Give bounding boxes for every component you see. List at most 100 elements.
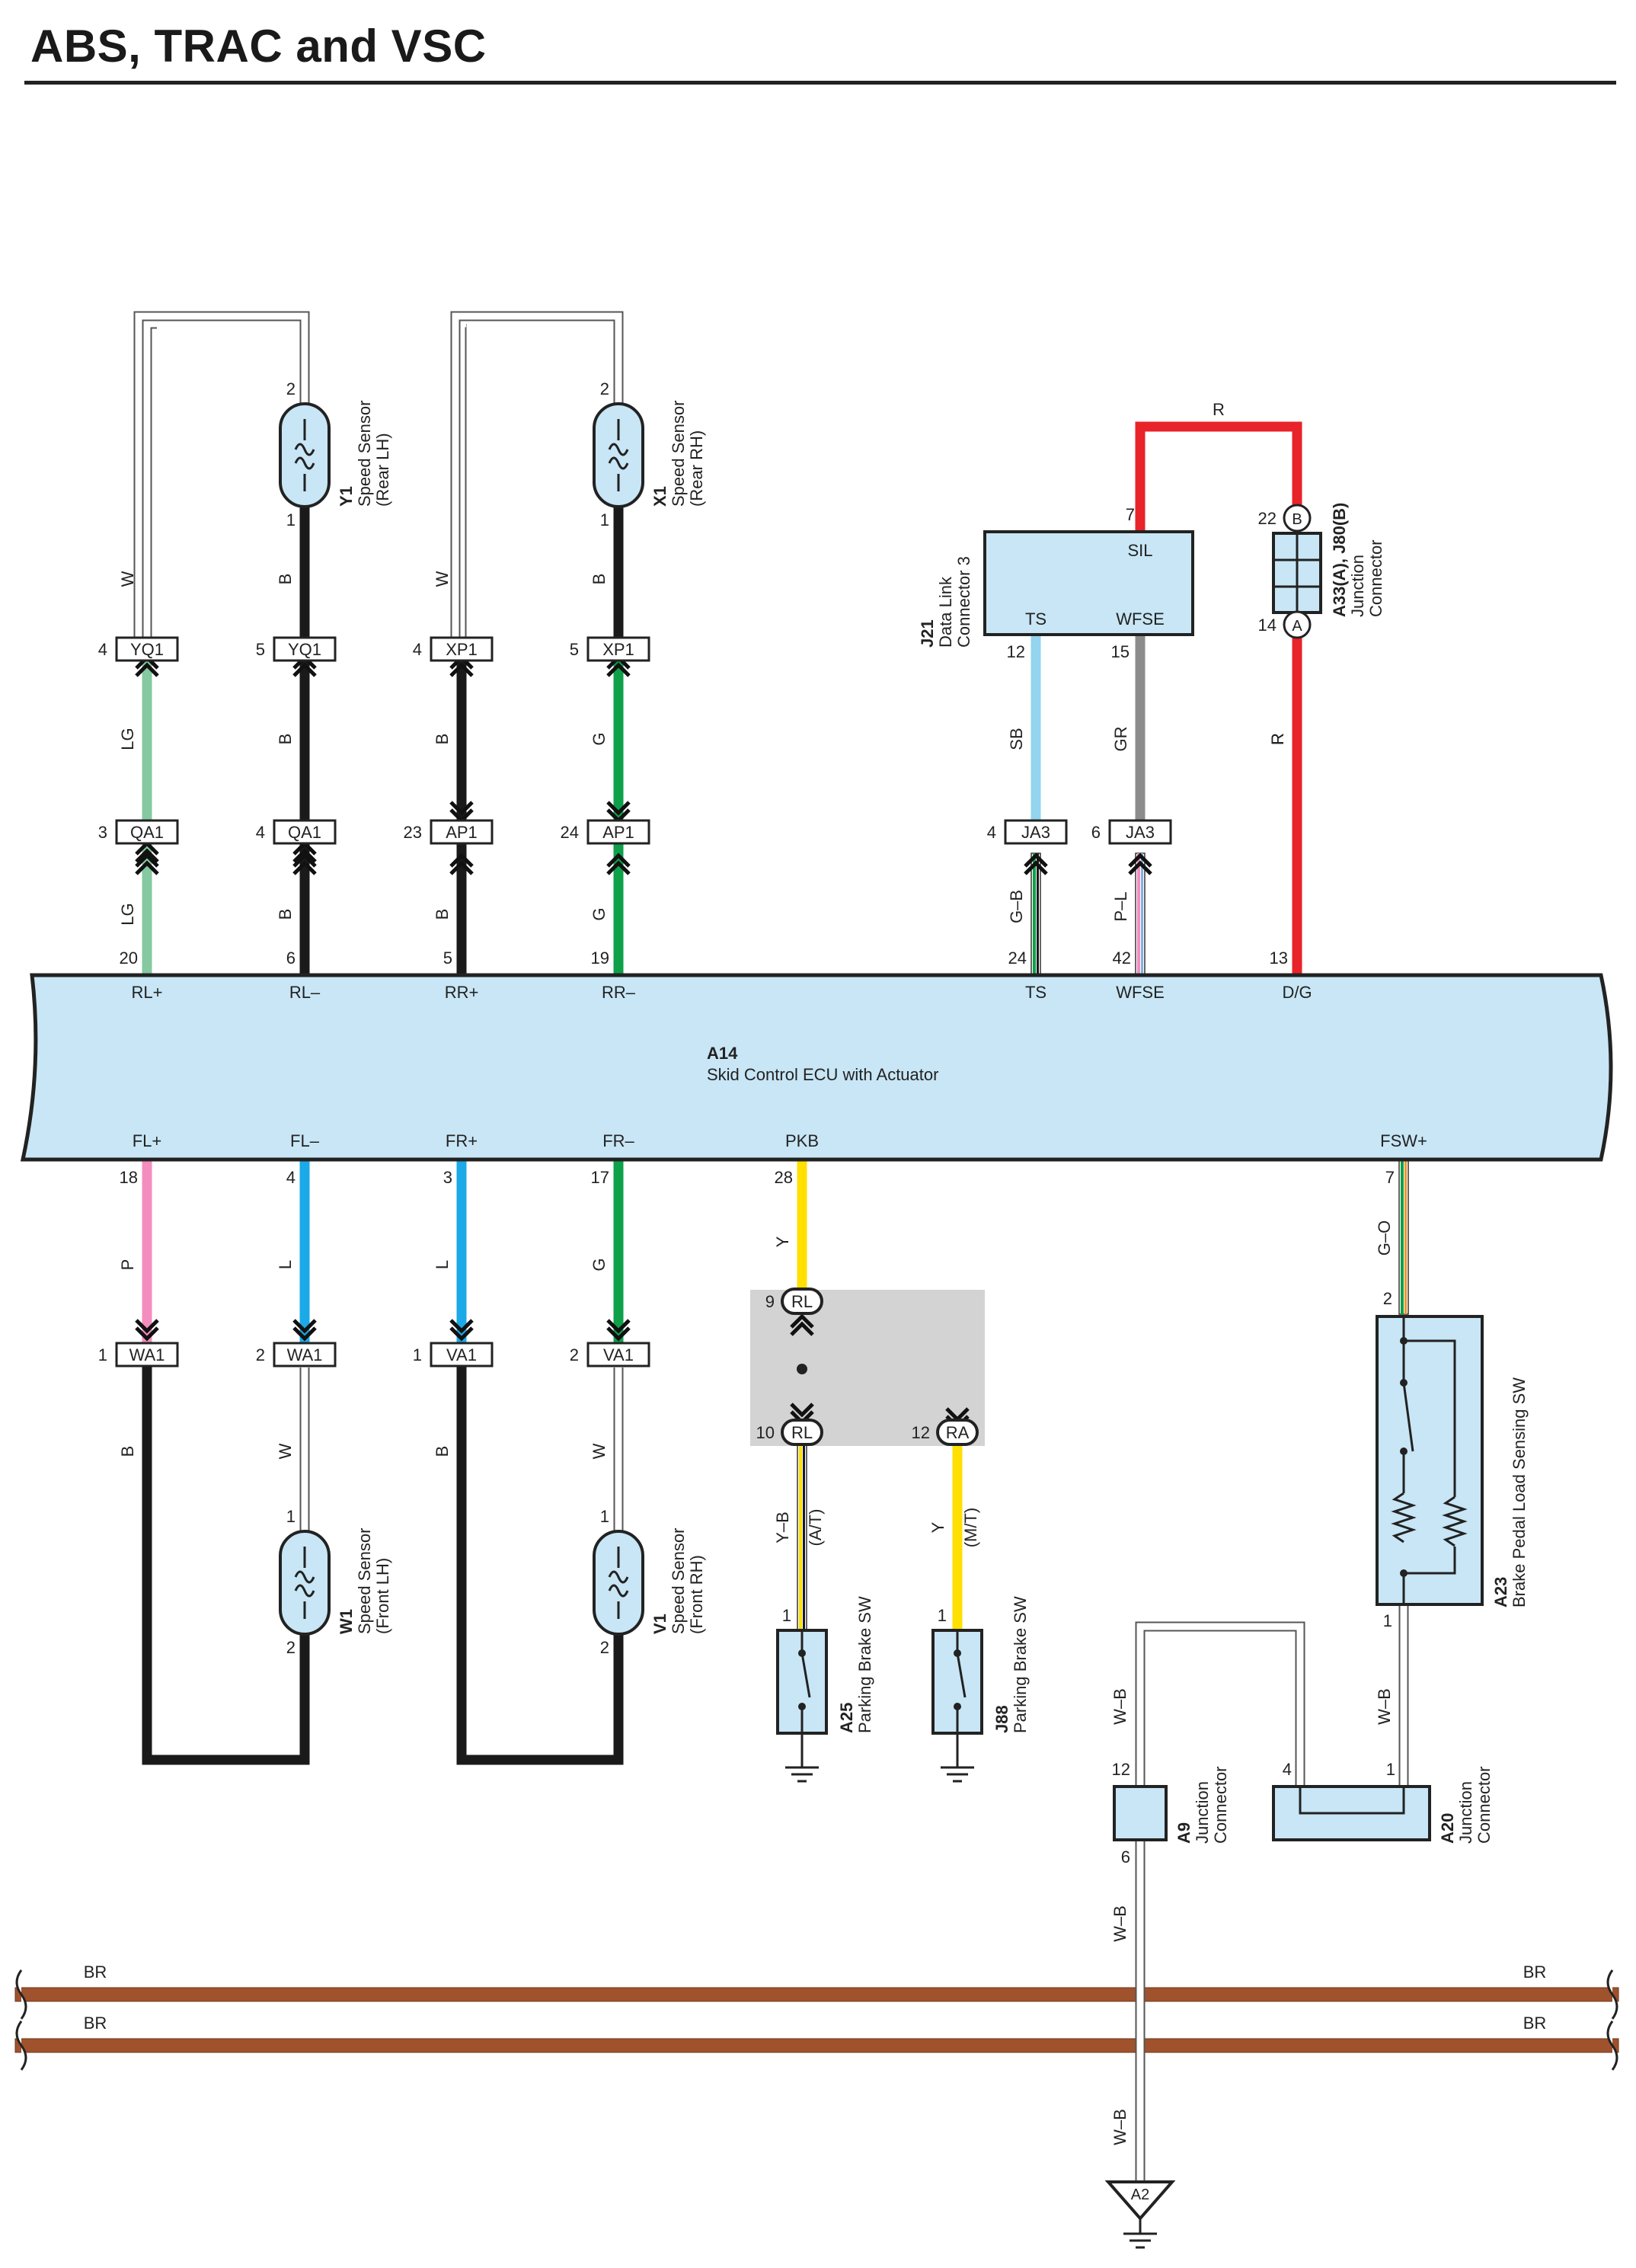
j21-wfse: WFSE xyxy=(1116,609,1165,629)
top-wire-0-ecu-pin: 20 xyxy=(120,948,138,968)
j21-sil: SIL xyxy=(1127,541,1152,560)
bus-break-left xyxy=(15,1969,27,2020)
top-wire-5-mid-pin: 6 xyxy=(1091,823,1101,842)
splice-connector-0 xyxy=(781,1288,823,1315)
a25-pin: 1 xyxy=(782,1606,791,1625)
top-wire-3-chevron xyxy=(606,860,631,875)
top-wire-3-lower-color: G xyxy=(590,907,609,920)
bottom-wire-2-pin: 1 xyxy=(413,1345,422,1364)
x1-w-lead xyxy=(458,320,466,649)
a20-pin-right: 1 xyxy=(1386,1760,1395,1779)
ecu-body xyxy=(20,973,1613,1162)
red-top-label: R xyxy=(1213,400,1225,419)
bottom-wire-2-chevron xyxy=(449,1326,474,1342)
bus-break-right xyxy=(1606,2020,1618,2071)
top-wire-4-ecu-pin: 24 xyxy=(1008,948,1027,968)
top-wire-5-ecu-label: WFSE xyxy=(1116,983,1165,1002)
top-wire-1-lower-color: B xyxy=(276,909,295,920)
top-wire-0-mid-connector xyxy=(115,819,179,845)
bottom-wire-3-ecu-label: FR– xyxy=(602,1131,634,1150)
v1-b-color: B xyxy=(433,1446,452,1457)
br-label-left-0: BR xyxy=(84,1963,107,1982)
a33-sub: Connector xyxy=(1366,539,1385,617)
a23-wb-color: W–B xyxy=(1375,1688,1394,1725)
top-wire-5-lower-b xyxy=(1141,853,1143,975)
top-wire-5-lower-color: P–L xyxy=(1111,891,1130,921)
w1-b-loop xyxy=(142,1355,310,1765)
red-side-label: R xyxy=(1268,733,1287,745)
y1-pin-bottom: 1 xyxy=(286,510,296,529)
bottom-wire-1-ecu-label: FL– xyxy=(290,1131,320,1150)
v1-pin-bottom: 2 xyxy=(600,1638,609,1657)
pkb-at-wire-a xyxy=(799,1445,802,1630)
w1-name: Speed Sensor xyxy=(355,1528,374,1634)
y1-id: Y1 xyxy=(337,486,356,507)
top-wire-4-ecu-label: TS xyxy=(1025,983,1046,1002)
a9-sub: Connector xyxy=(1211,1766,1230,1844)
top-wire-2-top-pin: 4 xyxy=(413,640,422,659)
y1-coil-icon xyxy=(294,443,315,470)
a23-node xyxy=(1400,1447,1408,1455)
top-wire-4-mid-connector xyxy=(1004,819,1068,845)
bus-break-right xyxy=(1606,1969,1618,2020)
splice-pin-2: 12 xyxy=(912,1423,930,1442)
top-wire-1-ecu-label: RL– xyxy=(289,983,321,1002)
top-wire-1-mid-connector-label: QA1 xyxy=(288,823,321,842)
y1-w-lead xyxy=(143,320,157,649)
a25-switch-icon xyxy=(800,1652,811,1698)
top-wire-2-chevron xyxy=(449,860,474,875)
pkb-at-wire-b xyxy=(803,1445,805,1630)
br-bus-1 xyxy=(14,2038,1619,2053)
a33-a: A xyxy=(1292,618,1302,635)
top-wire-3-top-chevron xyxy=(606,662,631,677)
v1-w-color: W xyxy=(590,1443,609,1459)
top-wire-0-chevron xyxy=(135,852,159,868)
a9-a20-link xyxy=(1136,1623,1304,1787)
a23-circuit xyxy=(1402,1316,1456,1604)
top-wire-3-mid-connector-label: AP1 xyxy=(602,823,634,842)
top-wire-1-mid-pin: 4 xyxy=(256,823,265,842)
j88-pin: 1 xyxy=(938,1606,947,1625)
a2-id: A2 xyxy=(1131,2186,1149,2203)
bottom-wire-3-chevron xyxy=(606,1319,631,1334)
br-label-right-0: BR xyxy=(1523,1963,1547,1982)
top-wire-2-mid-chevron xyxy=(449,801,474,816)
a9-pin-bottom: 6 xyxy=(1121,1847,1130,1867)
a33-b-terminal xyxy=(1283,504,1312,533)
top-wire-3-mid-pin: 24 xyxy=(561,823,579,842)
x1-pin-top: 2 xyxy=(600,379,609,398)
a23-name: Brake Pedal Load Sensing SW xyxy=(1510,1377,1529,1607)
w1-sensor-body xyxy=(279,1530,331,1636)
bottom-wire-2-connector xyxy=(430,1342,494,1368)
j21-pin-sil: 7 xyxy=(1126,505,1135,524)
bottom-wire-0-color: P xyxy=(118,1259,137,1271)
a23-body xyxy=(1376,1315,1484,1606)
top-wire-3-chevron xyxy=(606,852,631,868)
x1-sub: (Rear RH) xyxy=(687,430,706,507)
top-wire-2-ecu-label: RR+ xyxy=(445,983,479,1002)
top-wire-4-lower-b xyxy=(1037,853,1039,975)
top-wire-1-top-pin: 5 xyxy=(256,640,265,659)
a2-wb-color-2: W–B xyxy=(1110,2109,1130,2145)
page-title: ABS, TRAC and VSC xyxy=(30,21,487,72)
top-wire-6-ecu-pin: 13 xyxy=(1270,948,1288,968)
a33-name: Junction xyxy=(1348,555,1367,617)
br-label-left-1: BR xyxy=(84,2014,107,2033)
top-wire-0-chevron xyxy=(135,860,159,875)
shapes-layer xyxy=(15,402,1618,2249)
bottom-wire-4-ecu-label: PKB xyxy=(785,1131,819,1150)
bus-break-left xyxy=(15,2020,27,2071)
resistor-icon xyxy=(1391,1492,1468,1547)
x1-coil-icon xyxy=(608,443,629,470)
top-wire-2-top-chevron xyxy=(449,662,474,677)
a9-pin-top: 12 xyxy=(1112,1760,1130,1779)
top-wire-2-mid-pin: 23 xyxy=(404,823,422,842)
y1-sub: (Rear LH) xyxy=(373,433,392,507)
bottom-wire-5-ecu-pin: 7 xyxy=(1385,1168,1395,1187)
bottom-wire-3-connector-label: VA1 xyxy=(603,1345,634,1364)
bottom-wire-2-chevron xyxy=(449,1319,474,1334)
j88-contact xyxy=(954,1649,961,1657)
bottom-wire-5-ecu-label: FSW+ xyxy=(1380,1131,1427,1150)
a23-id: A23 xyxy=(1491,1577,1510,1607)
